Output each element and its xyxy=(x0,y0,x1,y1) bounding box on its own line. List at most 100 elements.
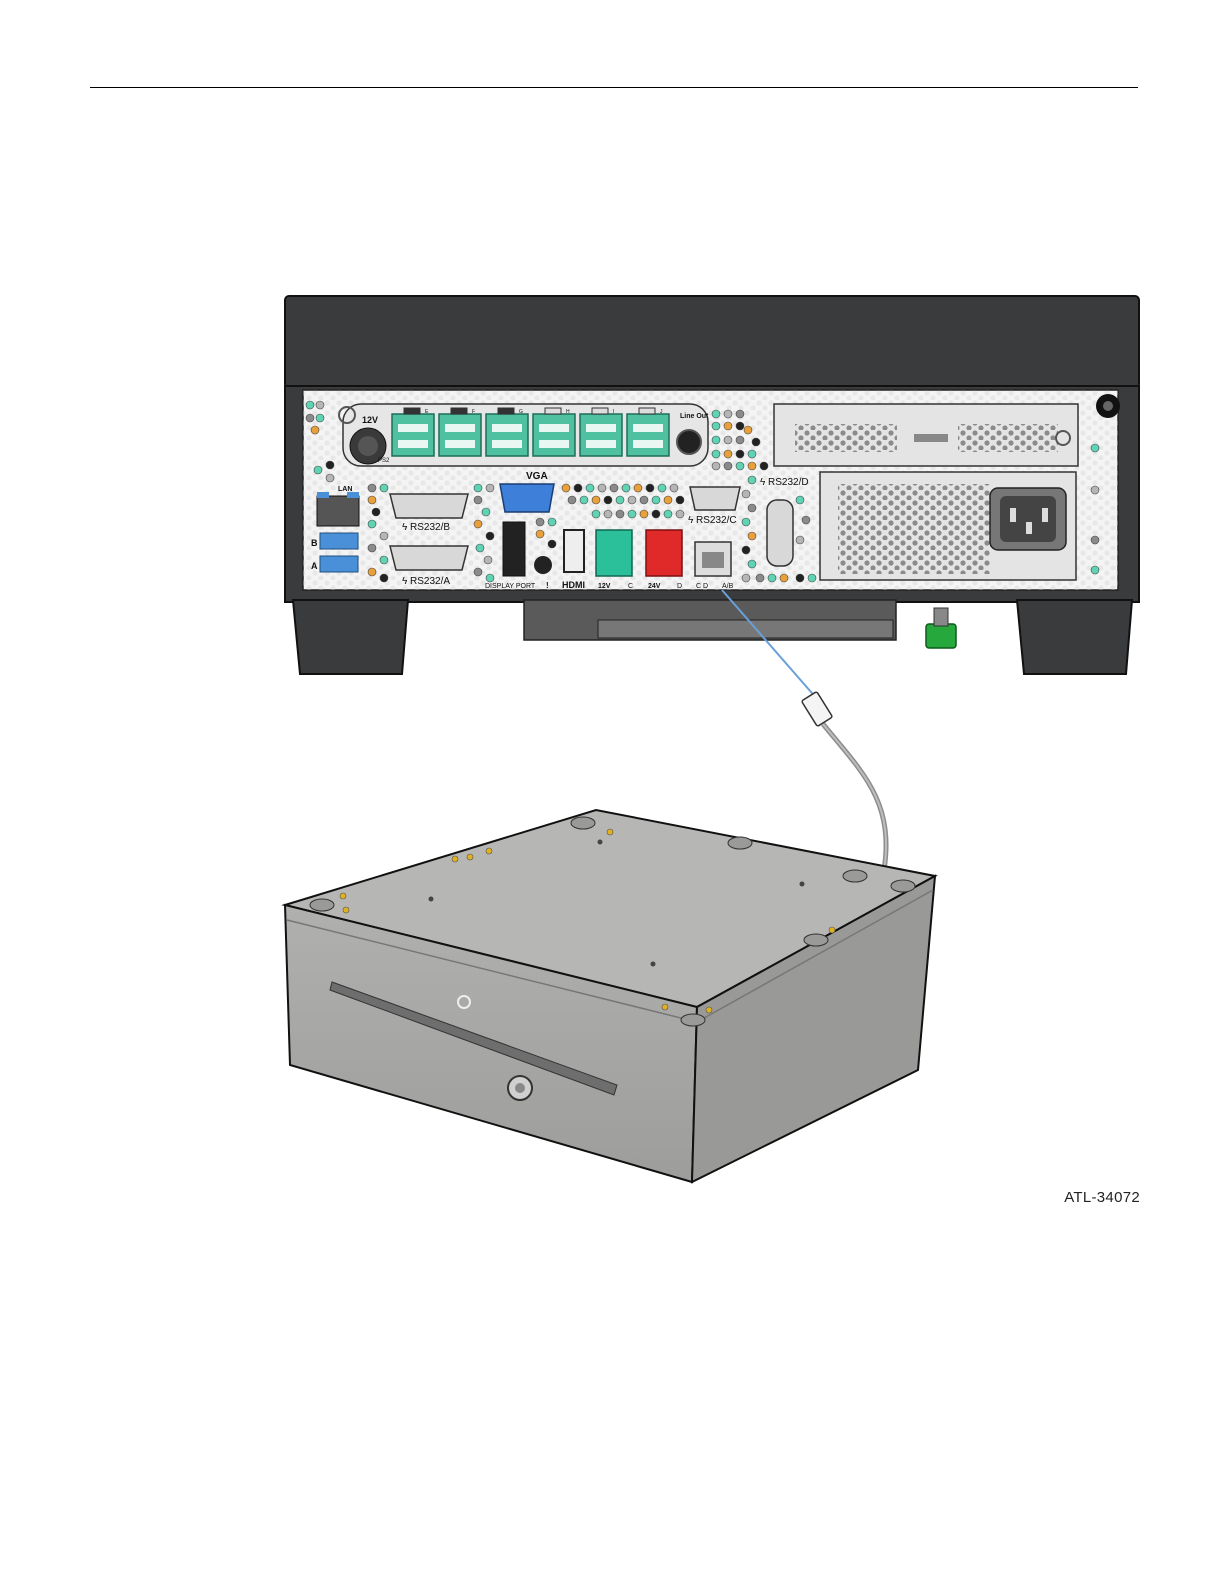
vent-hole xyxy=(658,484,666,492)
vent-hole xyxy=(486,574,494,582)
vent-hole xyxy=(796,574,804,582)
vent-hole xyxy=(768,574,776,582)
vent-hole xyxy=(736,410,744,418)
powered-usb-24v[interactable] xyxy=(646,530,682,576)
usb-port-tab xyxy=(592,408,608,414)
vent-hole xyxy=(748,476,756,484)
figure-reference: ATL-34072 xyxy=(1064,1189,1140,1206)
rs232d-port[interactable] xyxy=(767,500,793,566)
vent-hole xyxy=(604,496,612,504)
vent-hole xyxy=(474,568,482,576)
line-out-jack[interactable] xyxy=(677,430,701,454)
powered-usb-port[interactable] xyxy=(486,414,528,456)
usb-port-tab xyxy=(451,408,467,414)
vent-hole xyxy=(306,414,314,422)
vent-hole xyxy=(664,496,672,504)
drawer-screw xyxy=(467,854,473,860)
powered-usb-port[interactable] xyxy=(580,414,622,456)
vent-hole xyxy=(1091,536,1099,544)
vent-hole xyxy=(670,484,678,492)
vent-hole xyxy=(724,450,732,458)
vent-hole xyxy=(484,556,492,564)
powered-usb-port[interactable] xyxy=(439,414,481,456)
vent-hole xyxy=(474,496,482,504)
vent-hole xyxy=(736,436,744,444)
vent-hole xyxy=(316,414,324,422)
vent-hole xyxy=(756,574,764,582)
drawer-mounting-hole xyxy=(804,934,828,946)
vent-hole xyxy=(652,510,660,518)
vent-hole xyxy=(748,532,756,540)
usb3-port-a[interactable] xyxy=(320,556,358,572)
vent-hole xyxy=(736,462,744,470)
vga-port[interactable] xyxy=(500,484,554,512)
vent-hole xyxy=(664,510,672,518)
vent-hole xyxy=(748,450,756,458)
vent-hole xyxy=(622,484,630,492)
vent-hole xyxy=(752,438,760,446)
drawer-screw xyxy=(662,1004,668,1010)
usb3-port-b[interactable] xyxy=(320,533,358,549)
powered-usb-12v[interactable] xyxy=(596,530,632,576)
drawer-dot xyxy=(598,840,603,845)
vent-hole xyxy=(628,496,636,504)
display-port[interactable] xyxy=(503,522,525,576)
vent-hole xyxy=(592,510,600,518)
vent-hole xyxy=(796,496,804,504)
vent-hole xyxy=(380,484,388,492)
lightning-icon: ϟ xyxy=(402,576,408,587)
label-rs232d: RS232/D xyxy=(768,477,809,488)
lightning-icon: ϟ xyxy=(402,522,408,533)
vent-hole xyxy=(748,504,756,512)
rs232a-port[interactable] xyxy=(390,546,468,570)
vent-hole xyxy=(562,484,570,492)
vent-hole xyxy=(616,496,624,504)
usb-slot xyxy=(633,424,663,432)
usb-slot xyxy=(492,424,522,432)
vent-hole xyxy=(380,556,388,564)
label-lan: LAN xyxy=(338,486,352,493)
drawer-screw xyxy=(340,893,346,899)
vent-hole xyxy=(724,436,732,444)
vent-hole xyxy=(640,496,648,504)
vent-hole xyxy=(592,496,600,504)
vent-hole xyxy=(1091,486,1099,494)
drawer-screw xyxy=(829,927,835,933)
vent-hole xyxy=(744,426,752,434)
drawer-mounting-hole xyxy=(310,899,334,911)
vent-hole xyxy=(368,544,376,552)
vent-hole xyxy=(616,510,624,518)
rs232b-port[interactable] xyxy=(390,494,468,518)
powered-usb-port[interactable] xyxy=(627,414,669,456)
vent-hole xyxy=(712,422,720,430)
vent-hole xyxy=(724,422,732,430)
label-pu-12v: 12V xyxy=(598,583,611,590)
powered-usb-port[interactable] xyxy=(392,414,434,456)
label-rs232b: RS232/B xyxy=(410,522,450,533)
vent-hole xyxy=(548,540,556,548)
vent-hole xyxy=(311,426,319,434)
lightning-icon: ϟ xyxy=(688,515,694,526)
usb-slot xyxy=(398,440,428,448)
vent-hole xyxy=(368,568,376,576)
powered-usb-port[interactable] xyxy=(533,414,575,456)
rs232c-port[interactable] xyxy=(690,487,740,510)
vent-hole xyxy=(368,520,376,528)
power-button[interactable] xyxy=(534,556,552,574)
label-exclam: ! xyxy=(546,581,549,590)
vent-hole xyxy=(380,574,388,582)
vent-hole xyxy=(802,516,810,524)
vent-hole xyxy=(536,518,544,526)
vent-hole xyxy=(742,490,750,498)
vent-hole xyxy=(368,484,376,492)
drawer-mounting-hole xyxy=(571,817,595,829)
lan-port[interactable] xyxy=(317,496,359,526)
vent-hole xyxy=(712,410,720,418)
vent-hole xyxy=(368,496,376,504)
drawer-screw xyxy=(452,856,458,862)
vent-hole xyxy=(486,532,494,540)
hdmi-port[interactable] xyxy=(564,530,584,572)
usb-slot xyxy=(445,440,475,448)
vent-hole xyxy=(676,496,684,504)
